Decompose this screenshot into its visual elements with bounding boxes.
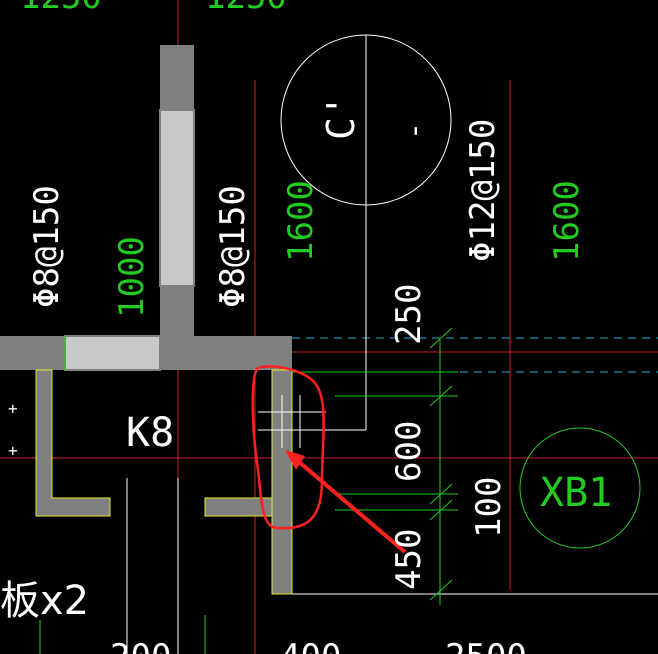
- dim-tick-1: [429, 327, 453, 349]
- vertical-wall: [159, 45, 195, 336]
- plus-mark-2: +: [8, 441, 18, 460]
- markup-loop: [251, 365, 326, 530]
- bottom-dim-200: 200: [110, 637, 171, 654]
- white-lines: [126, 34, 658, 654]
- bottom-dim-2500: 2500: [445, 637, 527, 654]
- k8-left-wall: [35, 369, 111, 517]
- wall-light-section: [159, 109, 195, 287]
- dim-label-600: 600: [389, 421, 429, 482]
- plus-mark-1: +: [8, 399, 18, 418]
- dim-label-250: 250: [389, 284, 429, 345]
- label-top-mid: 1250: [205, 0, 287, 17]
- drawing-text: 1250 1250 Φ8@150 Φ8@150 Φ12@150 1000 160…: [0, 0, 612, 654]
- element-k8: K8: [126, 410, 174, 456]
- hwall-light: [64, 335, 161, 371]
- red-arrow-icon: [290, 454, 407, 554]
- section-circle-icon: [280, 34, 452, 206]
- wall-cap-top: [160, 45, 194, 110]
- hwall-junction: [160, 336, 292, 370]
- rebar-label-mid: Φ8@150: [213, 185, 253, 308]
- board-label: 板x2: [0, 578, 89, 624]
- dim-label-450: 450: [389, 529, 429, 590]
- section-sub: -: [397, 122, 432, 140]
- red-markup: [251, 365, 407, 554]
- red-arrow-head: [285, 450, 305, 470]
- dim-label-1600-a: 1600: [281, 180, 321, 262]
- bottom-dim-400: 400: [280, 637, 341, 654]
- k8-outline: [35, 369, 293, 595]
- rebar-label-right: Φ12@150: [463, 119, 503, 262]
- dim-label-100: 100: [469, 477, 509, 538]
- label-top-left: 1250: [20, 0, 102, 17]
- horizontal-wall: [0, 335, 292, 371]
- wall-cap-bottom: [160, 286, 194, 336]
- section-mark: C': [319, 94, 363, 140]
- element-xb1: XB1: [540, 470, 612, 516]
- dim-label-1000: 1000: [112, 236, 152, 318]
- xb1-circle-icon: [519, 427, 641, 549]
- cyan-dash-lines: [292, 337, 658, 373]
- hwall-left: [0, 336, 65, 370]
- dim-tick-5: [429, 579, 453, 601]
- rebar-label-left: Φ8@150: [27, 185, 67, 308]
- dim-label-1600-b: 1600: [547, 180, 587, 262]
